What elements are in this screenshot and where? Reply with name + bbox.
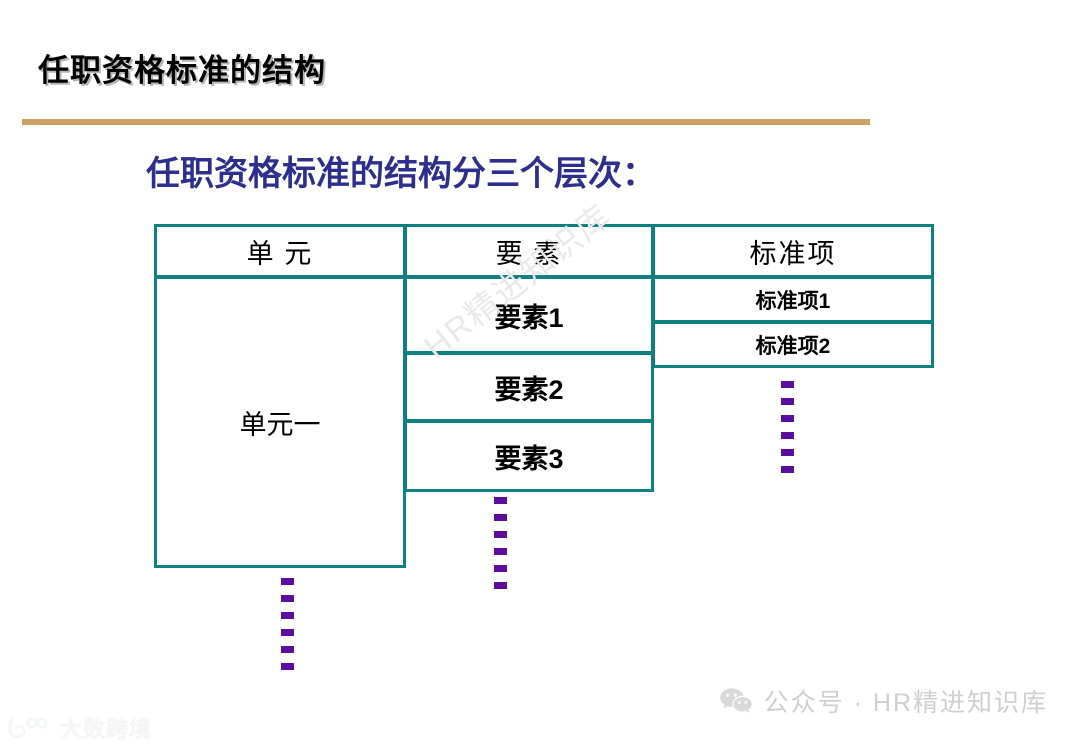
ellipsis-dot: [281, 663, 294, 670]
vertical-ellipsis-elements: [494, 497, 507, 599]
table-cell-element-2: 要素2: [404, 352, 654, 422]
table-header-standard-item: 标准项: [652, 224, 934, 278]
ellipsis-dot: [494, 582, 507, 589]
footer-brand-text: 公众号 · HR精进知识库: [763, 689, 1048, 717]
table-cell-standard-item-2: 标准项2: [652, 321, 934, 368]
ellipsis-dot: [281, 578, 294, 585]
table-cell-standard-item-1: 标准项1: [652, 276, 934, 323]
ellipsis-dot: [281, 629, 294, 636]
table-cell-element-1: 要素1: [404, 276, 654, 354]
ellipsis-dot: [781, 398, 794, 405]
ellipsis-dot: [781, 466, 794, 473]
title-divider-rule: [22, 119, 870, 125]
ellipsis-dot: [281, 612, 294, 619]
ellipsis-dot: [781, 415, 794, 422]
table-cell-element-3: 要素3: [404, 420, 654, 492]
table-header-element: 要 素: [404, 224, 654, 278]
ellipsis-dot: [494, 565, 507, 572]
footer-brand: 公众号 · HR精进知识库: [719, 683, 1048, 719]
table-header-unit: 单 元: [154, 224, 406, 278]
ellipsis-dot: [494, 497, 507, 504]
ellipsis-dot: [494, 514, 507, 521]
subtitle-text: 任职资格标准的结构分三个层次：: [146, 156, 656, 193]
ellipsis-dot: [781, 449, 794, 456]
ellipsis-dot: [281, 595, 294, 602]
ellipsis-dot: [281, 646, 294, 653]
ellipsis-dot: [494, 531, 507, 538]
ellipsis-dot: [781, 381, 794, 388]
ellipsis-dot: [781, 432, 794, 439]
wechat-icon: [719, 687, 753, 715]
page-title: 任职资格标准的结构: [38, 53, 326, 88]
vertical-ellipsis-units: [281, 578, 294, 680]
vertical-ellipsis-standard-items: [781, 381, 794, 483]
table-cell-unit-1: 单元一: [154, 276, 406, 568]
ellipsis-dot: [494, 548, 507, 555]
